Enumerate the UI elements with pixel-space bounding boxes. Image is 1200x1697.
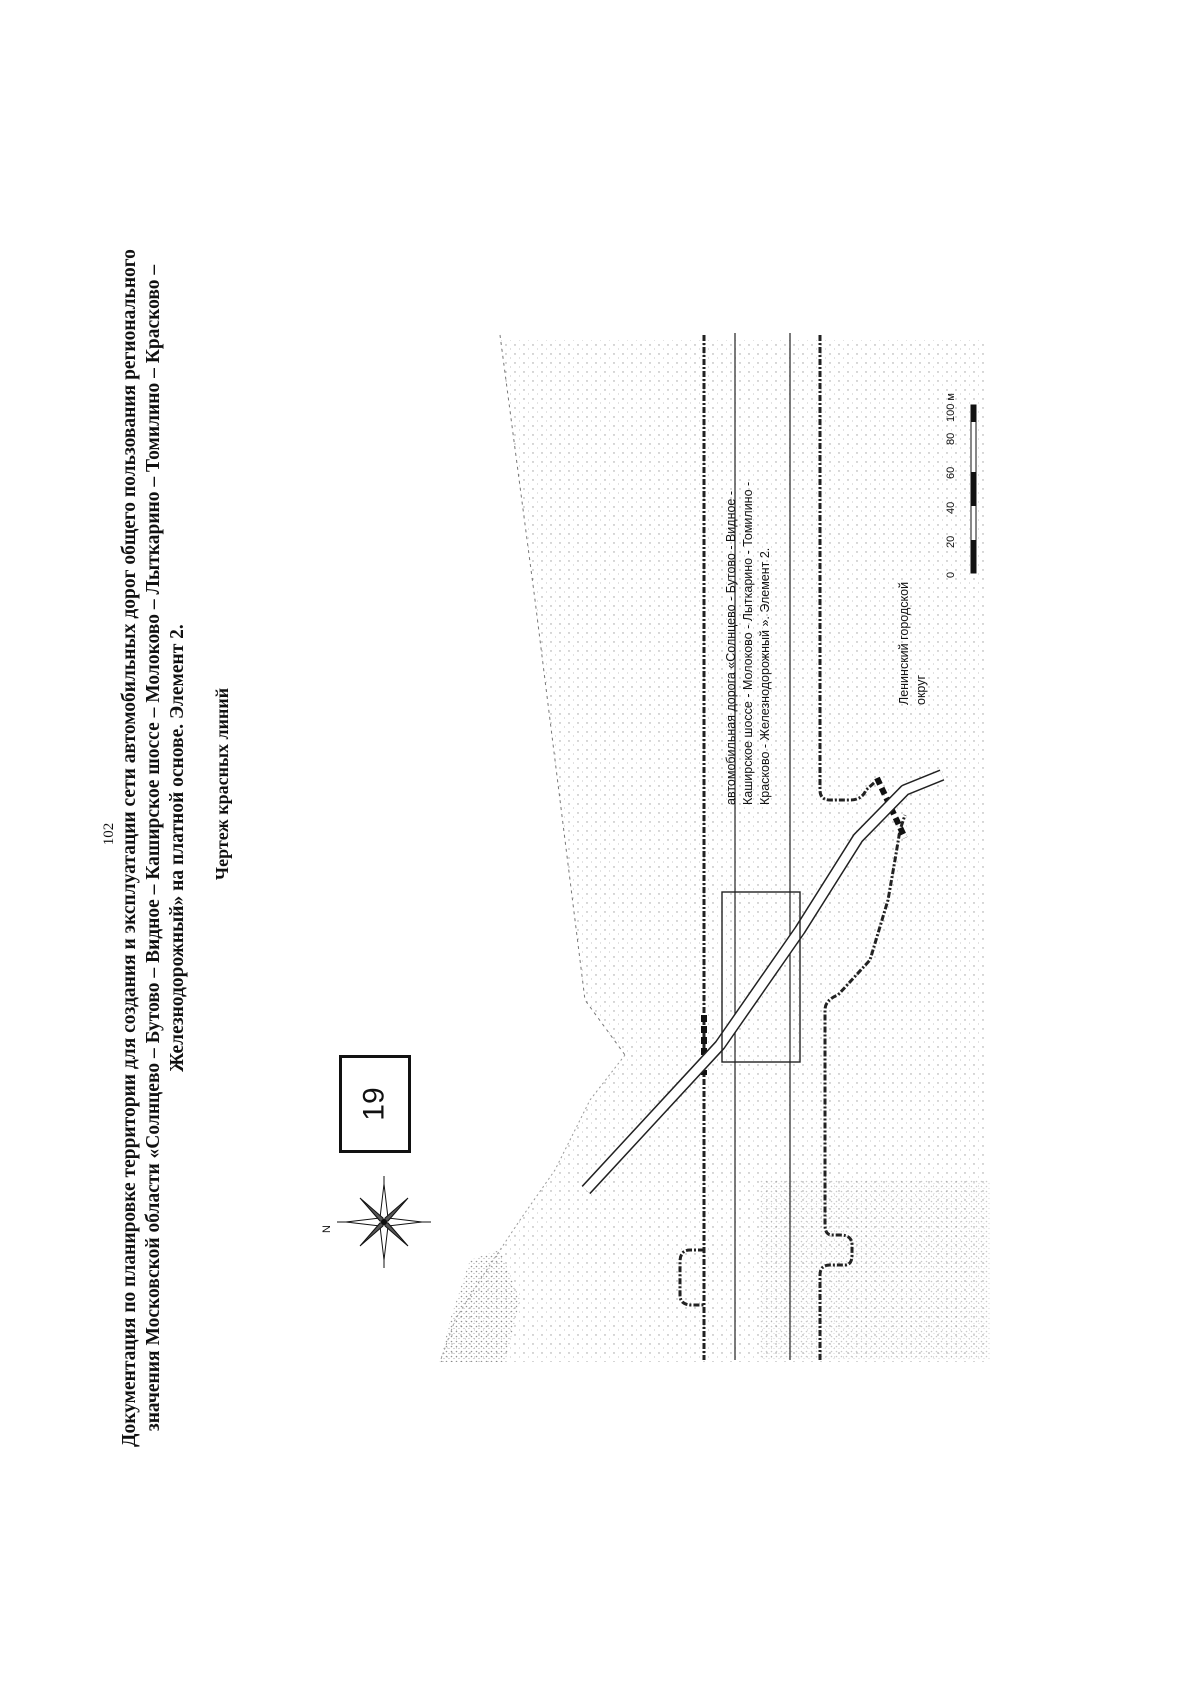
red-line-upper-jog (678, 1248, 704, 1307)
district-label-line-2: округ (914, 674, 928, 705)
sheet-number-box: 19 (339, 1055, 411, 1153)
road-label-line-1: автомобильная дорога «Солнцево - Бутово … (724, 490, 738, 805)
district-boundary-line-2 (439, 1054, 626, 1363)
scale-tick-80: 80 (945, 432, 957, 445)
scale-bar (970, 404, 977, 574)
road-label-line-2: Каширское шоссе - Молоково - Лыткарино -… (741, 481, 755, 805)
terrain-area (440, 340, 985, 1362)
scale-tick-100: 100 м (945, 393, 957, 422)
district-label: Ленинский городской округ (896, 582, 930, 705)
scale-tick-0: 0 (945, 571, 957, 578)
road-label-line-3: Красково - Железнодорожный ». Элемент 2. (758, 547, 772, 805)
red-line-lower-left (818, 814, 907, 1360)
element-frame (721, 891, 801, 1063)
road-label: автомобильная дорога «Солнцево - Бутово … (723, 482, 774, 805)
district-label-line-1: Ленинский городской (897, 581, 911, 705)
forest-area-left (440, 1250, 520, 1362)
scale-tick-40: 40 (945, 501, 957, 514)
red-line-lower-right (818, 335, 876, 802)
scale-tick-20: 20 (945, 535, 957, 548)
terrain-area-lower (760, 1180, 990, 1360)
compass-rose (337, 1176, 431, 1268)
road (582, 770, 944, 1194)
north-label: N (320, 1225, 333, 1233)
scale-tick-60: 60 (945, 466, 957, 479)
district-boundary-line (499, 334, 626, 1056)
